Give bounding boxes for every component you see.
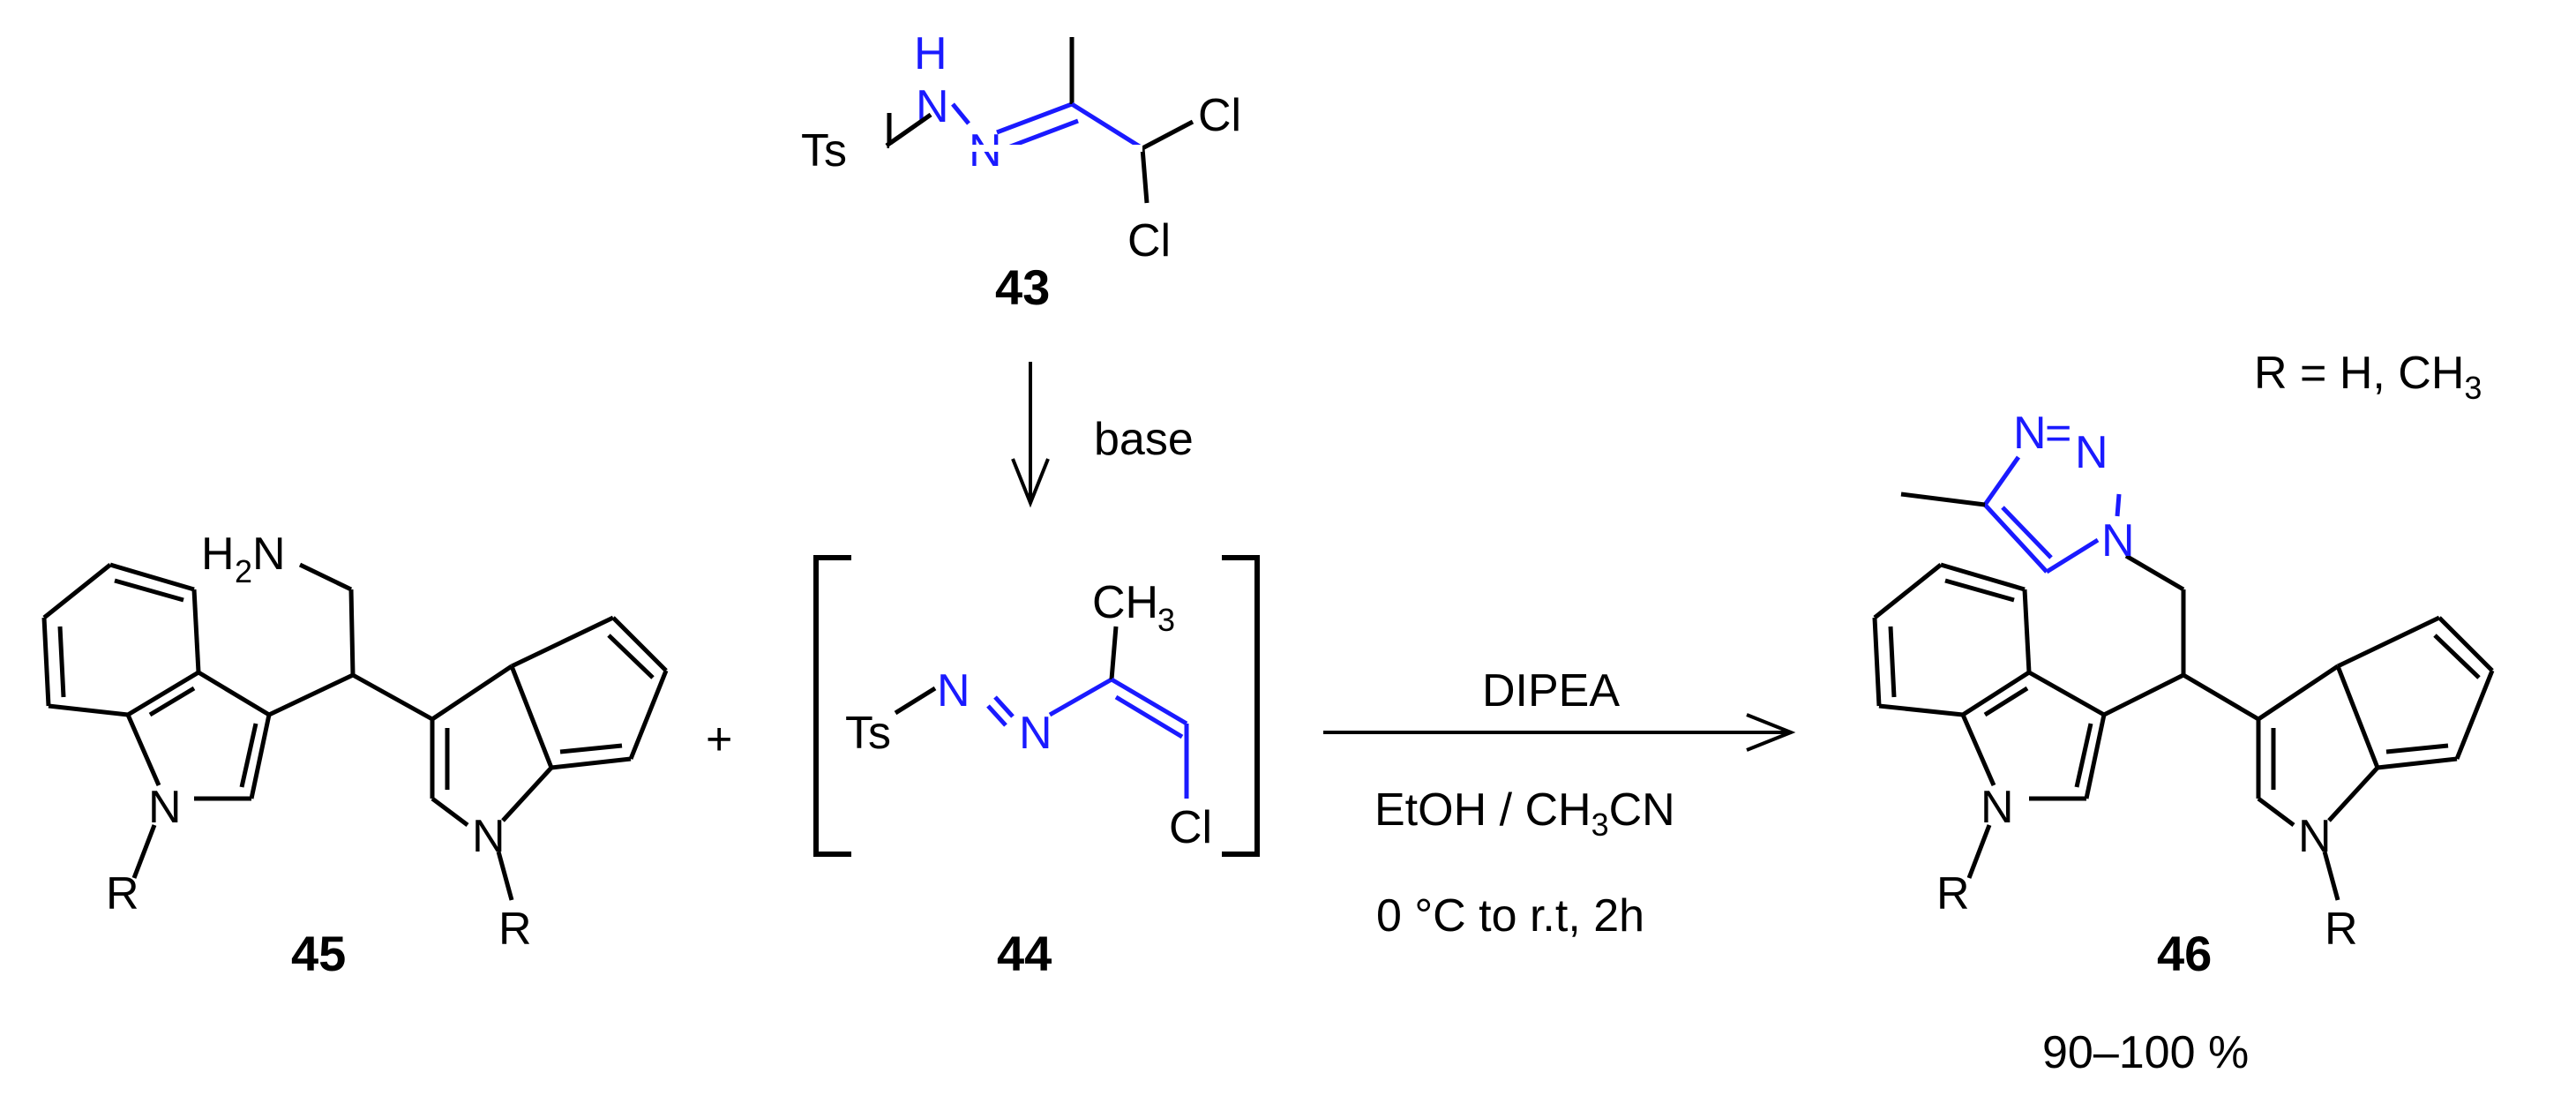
step2-arrow bbox=[1323, 713, 1796, 752]
r-definition: R = H, CH3 bbox=[2254, 348, 2482, 406]
compound-46-r-right: R bbox=[2325, 904, 2358, 955]
compound-45-n-right: N bbox=[472, 811, 505, 862]
compound-44: Ts N N CH 3 Cl 44 bbox=[813, 555, 1260, 981]
compound-46-triazole-eq: = bbox=[2045, 408, 2071, 459]
compound-44-ch-label: CH bbox=[1092, 577, 1158, 628]
compound-46-r-left: R bbox=[1936, 868, 1970, 919]
plus-sign: + bbox=[706, 714, 732, 765]
compound-45-r-right: R bbox=[498, 904, 532, 955]
compound-45-h2n-n: N bbox=[252, 529, 286, 580]
compound-46-n-left: N bbox=[1981, 782, 2014, 833]
compound-44-n2-label: N bbox=[1019, 708, 1052, 759]
yield-text: 90–100 % bbox=[2042, 1027, 2249, 1078]
compound-45-number: 45 bbox=[291, 926, 346, 981]
compound-43: Ts H N N Cl Cl 43 bbox=[801, 28, 1241, 315]
step2-conditions: 0 °C to r.t, 2h bbox=[1376, 890, 1644, 942]
compound-46-number: 46 bbox=[2157, 926, 2212, 981]
compound-43-ts-label: Ts bbox=[801, 125, 847, 176]
compound-45-bonds bbox=[41, 562, 669, 901]
compound-46-n-right: N bbox=[2298, 811, 2332, 862]
compound-44-ts-label: Ts bbox=[845, 708, 891, 759]
compound-45: H 2 N N R N R 45 bbox=[41, 529, 669, 981]
compound-43-h-label: H bbox=[914, 28, 947, 79]
compound-44-number: 44 bbox=[997, 926, 1052, 981]
compound-46-triazole-bonds bbox=[1982, 455, 2122, 574]
compound-46-triazole-nC: N bbox=[2101, 515, 2135, 567]
step1-arrow bbox=[1011, 362, 1050, 508]
compound-46-triazole-nA: N bbox=[2013, 408, 2047, 459]
step1-reagent: base bbox=[1094, 414, 1194, 465]
compound-46-triazole-nB: N bbox=[2075, 427, 2108, 478]
compound-45-h2n-h: H bbox=[201, 529, 235, 580]
intermediate-brackets bbox=[813, 555, 1260, 857]
compound-44-cl-label: Cl bbox=[1169, 802, 1212, 853]
compound-43-cl2-label: Cl bbox=[1127, 215, 1171, 266]
compound-43-number: 43 bbox=[995, 259, 1050, 315]
step2-reagent: DIPEA bbox=[1482, 665, 1620, 717]
compound-44-bonds bbox=[894, 626, 1189, 799]
compound-44-ch-sub: 3 bbox=[1157, 602, 1175, 638]
step2-solvent: EtOH / CH3CN bbox=[1374, 784, 1675, 843]
compound-46-bonds bbox=[1872, 491, 2495, 901]
compound-43-cl1-label: Cl bbox=[1198, 90, 1241, 141]
compound-43-nh-label: N bbox=[916, 81, 949, 132]
compound-44-n1-label: N bbox=[937, 665, 970, 717]
compound-45-h2n-sub: 2 bbox=[235, 553, 252, 589]
compound-46: N = N N N R N R 46 bbox=[1872, 408, 2495, 981]
compound-45-n-left: N bbox=[148, 782, 182, 833]
compound-45-r-left: R bbox=[106, 868, 139, 919]
